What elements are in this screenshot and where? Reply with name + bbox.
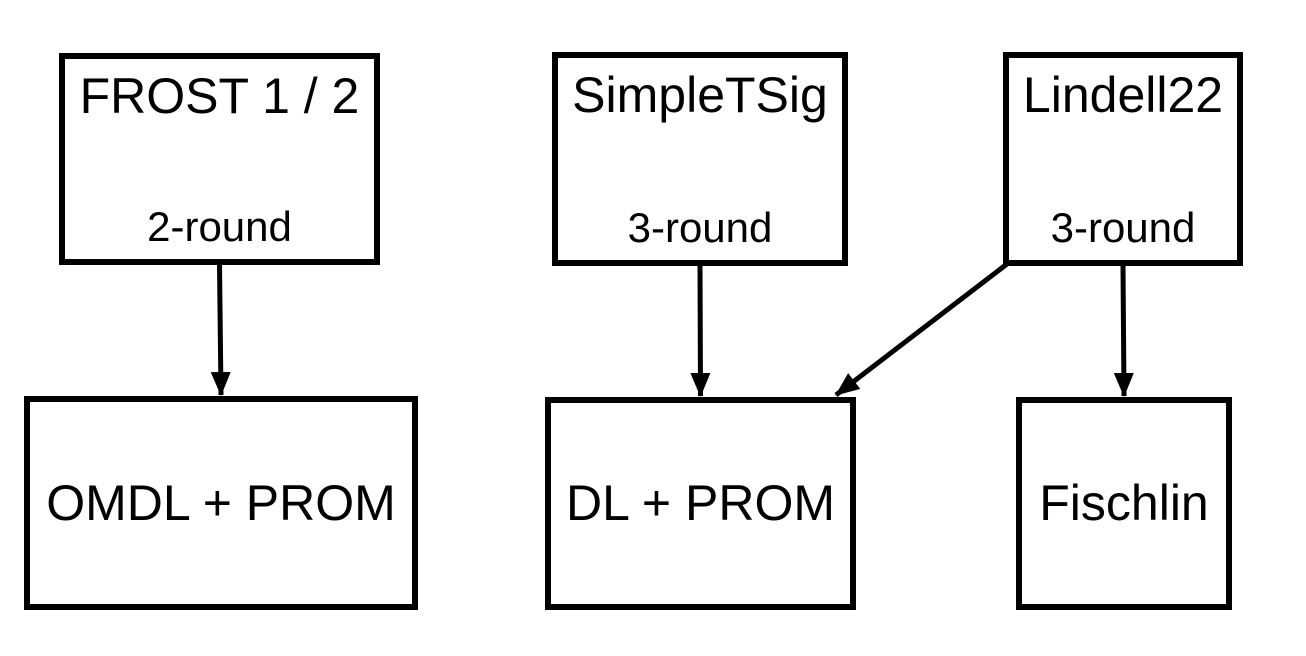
node-title: SimpleTSig [572,67,828,123]
node-subtitle: 3-round [627,203,773,251]
node-omdl-prom: OMDL + PROM [24,396,418,610]
edge-lindell22-to-fischlin [1113,264,1134,397]
node-subtitle: 3-round [1050,203,1196,251]
node-simpletsig: SimpleTSig 3-round [552,52,848,266]
node-lindell22: Lindell22 3-round [1003,52,1243,266]
node-title: FROST 1 / 2 [79,68,360,124]
node-title: Fischlin [1039,475,1209,531]
node-frost-1-2: FROST 1 / 2 2-round [59,53,380,265]
node-title: OMDL + PROM [46,474,396,531]
edge-frost-to-omdl-prom [210,263,231,396]
node-dl-prom: DL + PROM [545,397,856,610]
edge-lindell22-to-dl-prom [834,262,1009,397]
node-subtitle: 2-round [147,202,292,250]
node-title: DL + PROM [565,475,836,531]
node-fischlin: Fischlin [1016,397,1232,610]
edge-simpletsig-to-dl-prom [690,264,711,397]
node-title: Lindell22 [1022,67,1224,123]
